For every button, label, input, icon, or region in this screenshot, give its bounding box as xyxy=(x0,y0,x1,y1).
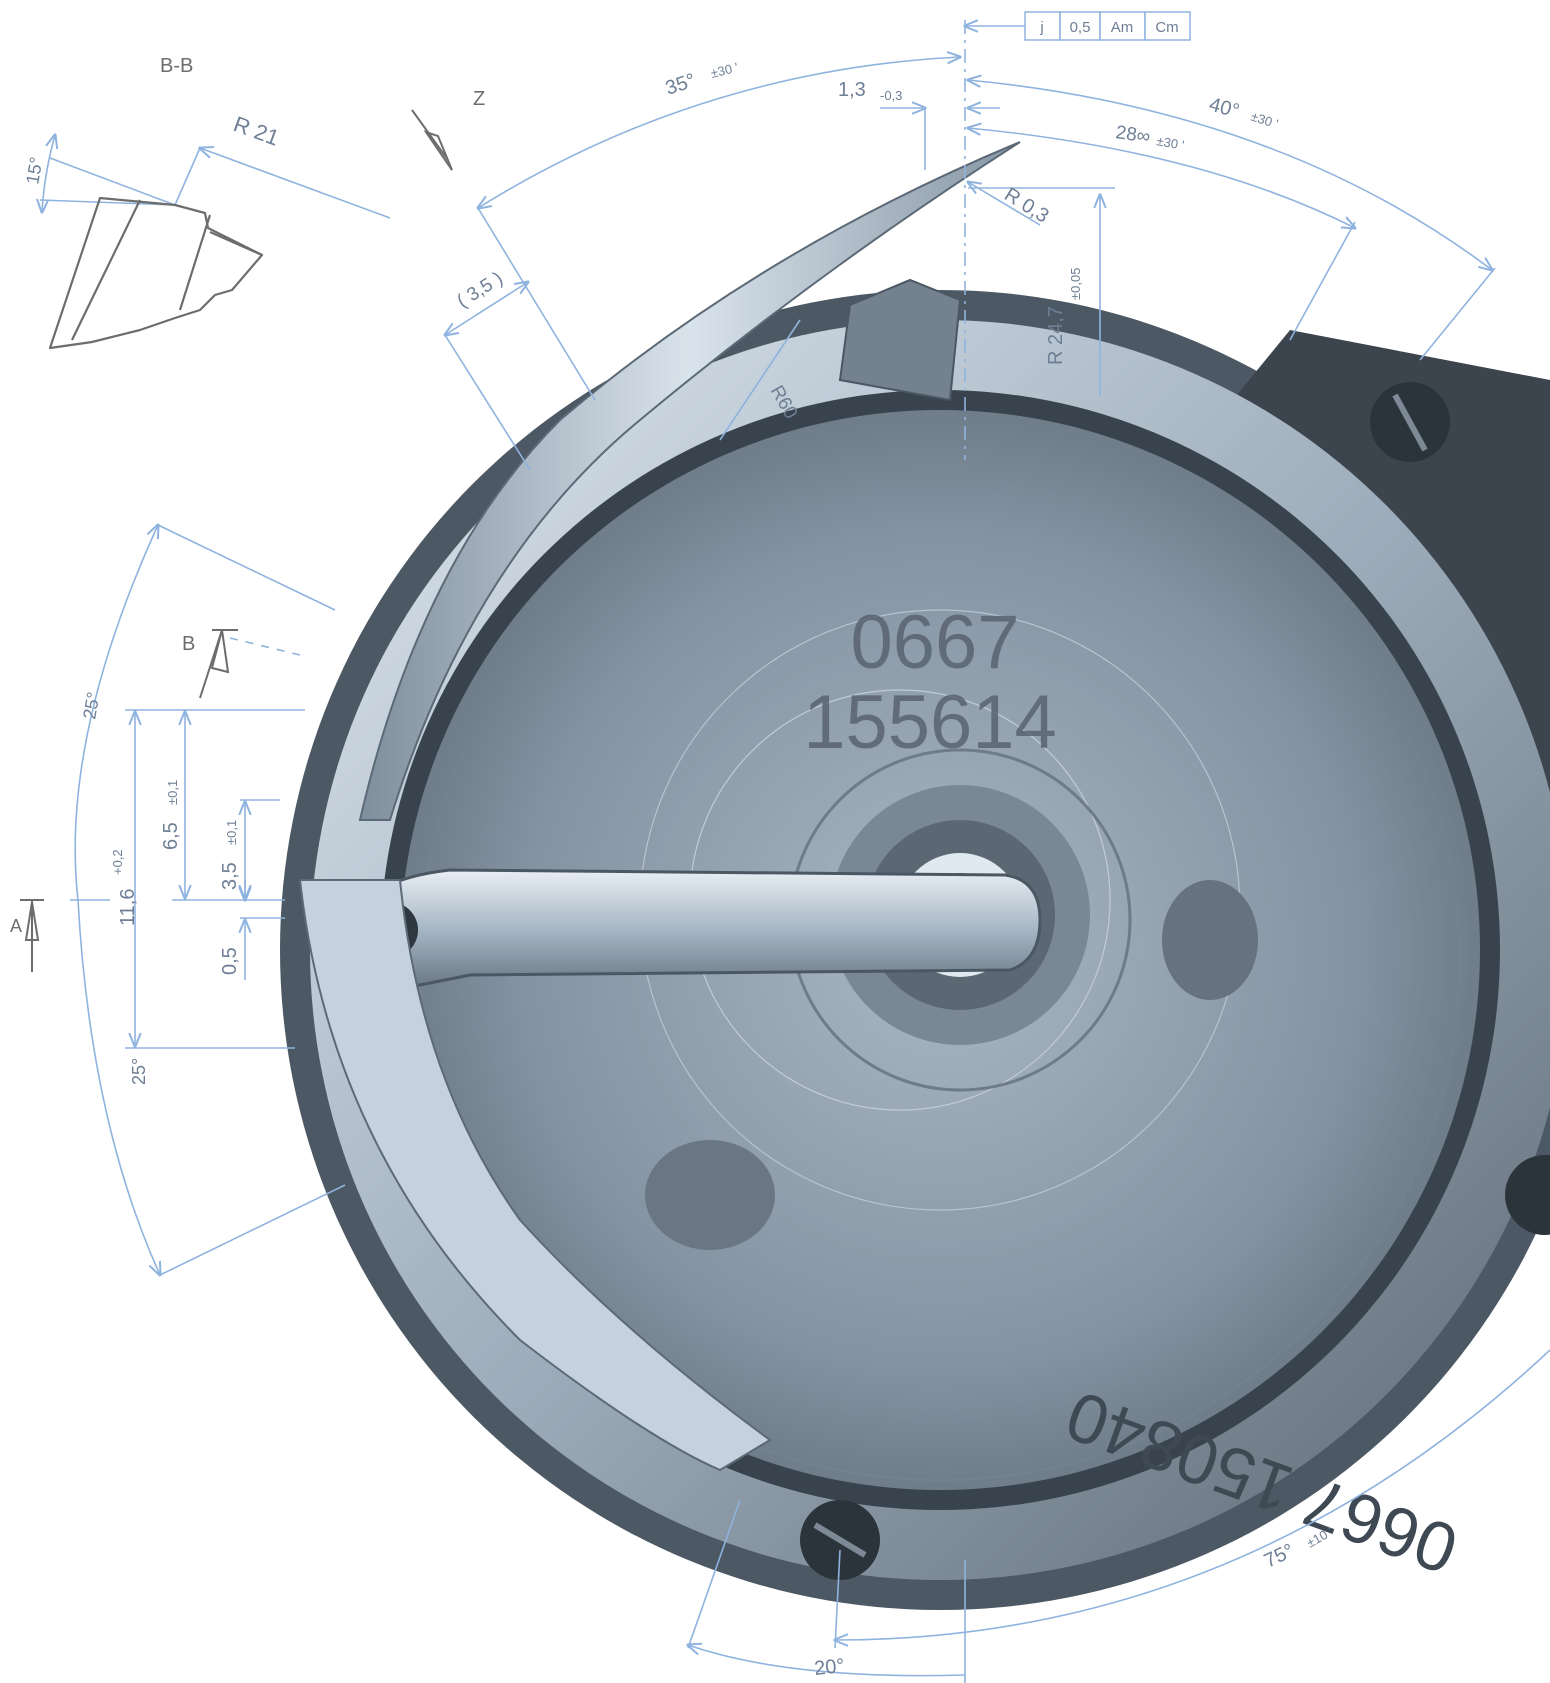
angle15-line-b xyxy=(49,157,176,206)
dim-65: 6,5 xyxy=(160,822,182,850)
dim-35p-ext2 xyxy=(444,334,531,471)
hook-top-tab xyxy=(838,278,962,402)
face-number-2: 155614 xyxy=(803,680,1057,765)
screw-top-right xyxy=(1370,382,1450,462)
r60-leader xyxy=(719,319,801,441)
dim-angle15: 15° xyxy=(22,155,46,185)
r21-ext xyxy=(174,147,201,206)
dim-angle35-tol: ±30 ' xyxy=(709,60,740,81)
dimension-lines xyxy=(40,20,1550,1683)
screw-bottom xyxy=(800,1500,880,1580)
dim-35: 3,5 xyxy=(219,862,241,890)
dim-116: 11,6 xyxy=(117,889,139,926)
r03-leader xyxy=(968,182,1041,226)
dim-angle40-tol: ±30 ' xyxy=(1249,109,1280,132)
dim-65-tol: ±0,1 xyxy=(165,780,180,805)
dim-angle25-bottom: 25° xyxy=(129,1058,149,1085)
section-arrow-a-label: A xyxy=(10,916,22,936)
section-b-trace xyxy=(229,637,301,656)
view-label-z: Z xyxy=(473,88,485,110)
dim-angle20: 20° xyxy=(813,1655,845,1680)
face-number-1: 0667 xyxy=(850,600,1019,685)
face-dimple-left xyxy=(645,1140,775,1250)
section-arrow-b-label: B xyxy=(182,633,195,655)
section-profile-line-3 xyxy=(209,230,263,257)
dim-35-tol: ±0,1 xyxy=(224,820,239,845)
rotary-hook: 0667 155614 0667 150840 xyxy=(280,141,1550,1610)
section-label-bb: B-B xyxy=(160,55,193,77)
arc-35 xyxy=(478,57,960,208)
tolerance-value: 0,5 xyxy=(1070,19,1091,36)
dim-13: 1,3 xyxy=(838,79,866,101)
view-arrow-z xyxy=(411,109,453,171)
arc-75 xyxy=(835,1349,1550,1640)
section-profile-line-2 xyxy=(178,214,212,311)
arc-75-ext xyxy=(834,1549,841,1649)
hook-point xyxy=(358,141,1021,821)
arc-25-bottom-ext xyxy=(159,1184,346,1276)
arc-28-ext xyxy=(1289,221,1356,341)
dim-r03: R 0,3 xyxy=(1000,184,1052,228)
face-dimple-right xyxy=(1162,880,1258,1000)
arc-25-top xyxy=(74,525,158,901)
dim-r21: R 21 xyxy=(230,111,282,150)
bobbin-latch-lever xyxy=(343,868,1042,987)
arc-40-ext xyxy=(1419,267,1496,361)
dim-angle40: 40° xyxy=(1207,94,1242,123)
section-arrow-b xyxy=(199,629,238,699)
tolerance-frame: j 0,5 Am Cm xyxy=(1024,11,1191,41)
section-arrow-a xyxy=(20,899,44,972)
angle15-line-a xyxy=(39,199,176,206)
section-profile xyxy=(48,196,264,350)
arc-25-top-ext xyxy=(157,524,336,611)
arc-20-ext xyxy=(687,1499,741,1649)
angle15-arc xyxy=(42,135,55,212)
dim-05: 0,5 xyxy=(219,947,241,975)
dim-angle25-top: 25° xyxy=(79,690,103,720)
hook-lower-guard xyxy=(298,879,772,1472)
tolerance-symbol: j xyxy=(1039,19,1043,36)
arc-25-bottom xyxy=(77,899,160,1275)
dim-angle28-tol: ±30 ' xyxy=(1155,133,1185,153)
dim-116-tol: +0,2 xyxy=(110,849,125,875)
tolerance-datum-a: Am xyxy=(1111,19,1134,36)
dim-13-tol: -0,3 xyxy=(880,88,902,103)
dim-35-paren: ( 3,5 ) xyxy=(454,268,507,312)
dim-35p xyxy=(445,282,528,335)
dim-angle28: 28∞ xyxy=(1114,122,1151,148)
section-profile-line-1 xyxy=(71,199,141,341)
screw-right xyxy=(1505,1155,1550,1235)
section-b-b-sketch xyxy=(48,196,264,350)
tolerance-datum-c: Cm xyxy=(1155,19,1178,36)
dim-35p-ext xyxy=(477,207,596,401)
r21-leader xyxy=(200,148,391,219)
arc-28 xyxy=(968,128,1355,228)
dim-angle35: 35° xyxy=(663,69,699,99)
dim-r247: R 24,7 xyxy=(1045,306,1067,365)
arc-20 xyxy=(688,1645,966,1677)
dim-r247-tol: ±0,05 xyxy=(1068,268,1083,300)
